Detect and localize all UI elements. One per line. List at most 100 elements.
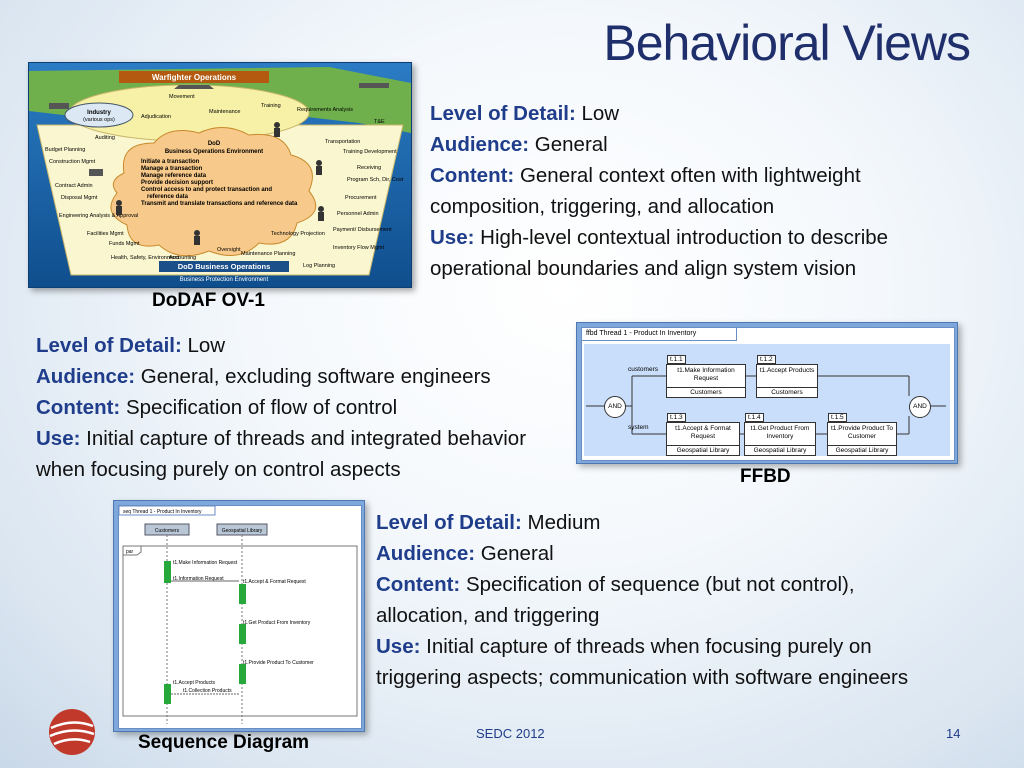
ffbd-function-box: t.1.1 t1.Make Information Request Custom… bbox=[666, 355, 746, 398]
seq-fragment-par: par bbox=[126, 549, 134, 555]
value-content: Specification of sequence (but not contr… bbox=[376, 573, 855, 627]
svg-text:Contract Admin: Contract Admin bbox=[55, 183, 93, 189]
value-level-of-detail: Medium bbox=[521, 511, 601, 534]
svg-text:Funds Mgmt: Funds Mgmt bbox=[109, 241, 140, 247]
slide-title: Behavioral Views bbox=[603, 15, 971, 71]
svg-text:t1.Get Product From Inventory: t1.Get Product From Inventory bbox=[243, 620, 311, 626]
dodaf-ov1-graphic: Warfighter Operations Industry (various … bbox=[28, 62, 412, 288]
text-block-sequence: Level of Detail: Medium Audience: Genera… bbox=[376, 507, 936, 693]
value-use: Initial capture of threads and integrate… bbox=[36, 427, 527, 481]
svg-text:Personnel Admin: Personnel Admin bbox=[337, 211, 379, 217]
ffbd-function-box: t.1.3 t1.Accept & Format Request Geospat… bbox=[666, 413, 740, 456]
ffbd-tab: ffbd Thread 1 - Product In Inventory bbox=[582, 328, 737, 341]
and-gate-right: AND bbox=[909, 396, 931, 418]
seq-messages: t1.Make Information Request t1.Informati… bbox=[173, 560, 314, 694]
caption-ffbd: FFBD bbox=[740, 466, 791, 487]
svg-text:Receiving: Receiving bbox=[357, 165, 381, 171]
value-level-of-detail: Low bbox=[575, 102, 620, 125]
value-audience: General bbox=[475, 542, 554, 565]
ov1-top-label: Warfighter Operations bbox=[152, 73, 237, 82]
svg-text:Initiate a transaction: Initiate a transaction bbox=[141, 159, 200, 165]
svg-text:t1.Collection Products: t1.Collection Products bbox=[183, 688, 232, 694]
svg-text:Adjudication: Adjudication bbox=[141, 114, 171, 120]
ov1-bottom-sub: Business Protection Environment bbox=[180, 277, 269, 283]
svg-text:Health, Safety, Environment: Health, Safety, Environment bbox=[111, 255, 180, 261]
svg-text:Oversight: Oversight bbox=[217, 247, 241, 253]
ffbd-function-box: t.1.5 t1.Provide Product To Customer Geo… bbox=[827, 413, 897, 456]
and-gate-left: AND bbox=[604, 396, 626, 418]
svg-text:Requirements Analysis: Requirements Analysis bbox=[297, 107, 353, 113]
svg-text:Control access to and protect: Control access to and protect transactio… bbox=[141, 187, 272, 193]
svg-text:Payment/ Disbursement: Payment/ Disbursement bbox=[333, 227, 392, 233]
value-content: General context often with lightweight c… bbox=[430, 164, 861, 218]
svg-text:Disposal Mgmt: Disposal Mgmt bbox=[61, 195, 98, 201]
seq-lifeline-library: Geospatial Library bbox=[222, 528, 263, 534]
svg-text:reference data: reference data bbox=[147, 194, 189, 200]
svg-text:t1.Make Information Request: t1.Make Information Request bbox=[173, 560, 238, 566]
label-level-of-detail: Level of Detail: bbox=[36, 334, 182, 357]
footer-page-number: 14 bbox=[946, 726, 961, 741]
svg-text:Facilities Mgmt: Facilities Mgmt bbox=[87, 231, 124, 237]
ov1-center-title: DoD bbox=[208, 141, 221, 147]
svg-text:t1.Provide Product To Customer: t1.Provide Product To Customer bbox=[243, 660, 314, 666]
sedc-logo bbox=[46, 706, 98, 758]
svg-text:t1.Accept & Format Request: t1.Accept & Format Request bbox=[243, 579, 306, 585]
label-content: Content: bbox=[430, 164, 515, 187]
ov1-peripheral-labels: Movement Adjudication Maintenance Traini… bbox=[45, 94, 404, 269]
ov1-industry: Industry bbox=[87, 110, 111, 116]
seq-activations bbox=[164, 561, 246, 704]
label-content: Content: bbox=[376, 573, 461, 596]
svg-text:Training Development: Training Development bbox=[343, 149, 397, 155]
svg-text:Maintenance Planning: Maintenance Planning bbox=[241, 251, 295, 257]
ffbd-lane-customers: customers bbox=[628, 366, 658, 373]
ov1-bullets: Initiate a transaction Manage a transact… bbox=[141, 159, 298, 207]
svg-text:Transportation: Transportation bbox=[325, 139, 360, 145]
label-audience: Audience: bbox=[430, 133, 530, 156]
label-use: Use: bbox=[430, 226, 475, 249]
svg-text:Auditing: Auditing bbox=[95, 135, 115, 141]
caption-sequence: Sequence Diagram bbox=[138, 732, 310, 753]
seq-lifeline-customers: Customers bbox=[155, 528, 180, 534]
caption-ov1: DoDAF OV-1 bbox=[152, 290, 265, 311]
svg-text:Transmit and translate transac: Transmit and translate transactions and … bbox=[141, 201, 298, 207]
label-use: Use: bbox=[36, 427, 81, 450]
label-use: Use: bbox=[376, 635, 421, 658]
svg-text:t1.Information Request: t1.Information Request bbox=[173, 576, 224, 582]
svg-text:Procurement: Procurement bbox=[345, 195, 377, 201]
svg-text:Manage a transaction: Manage a transaction bbox=[141, 166, 203, 172]
text-block-ov1: Level of Detail: Low Audience: General C… bbox=[430, 98, 980, 284]
svg-text:Movement: Movement bbox=[169, 94, 195, 100]
svg-text:Budget Planning: Budget Planning bbox=[45, 147, 85, 153]
sequence-diagram: seq Thread 1 - Product In Inventory Cust… bbox=[113, 500, 365, 732]
label-audience: Audience: bbox=[376, 542, 476, 565]
ov1-industry-sub: (various ops) bbox=[83, 117, 115, 123]
ffbd-canvas: AND AND customers system t.1.1 t1.Make I… bbox=[584, 344, 950, 456]
value-use: High-level contextual introduction to de… bbox=[430, 226, 889, 280]
ffbd-function-box: t.1.4 t1.Get Product From Inventory Geos… bbox=[744, 413, 816, 456]
label-level-of-detail: Level of Detail: bbox=[430, 102, 576, 125]
svg-text:Technology Projection: Technology Projection bbox=[271, 231, 325, 237]
ov1-vehicle-icons bbox=[49, 83, 389, 176]
svg-text:t1.Accept Products: t1.Accept Products bbox=[173, 680, 215, 686]
ov1-people-icons bbox=[116, 122, 324, 245]
text-block-ffbd: Level of Detail: Low Audience: General, … bbox=[36, 330, 566, 485]
svg-text:Maintenance: Maintenance bbox=[209, 109, 241, 115]
label-content: Content: bbox=[36, 396, 121, 419]
svg-text:Engineering Analysis & Approva: Engineering Analysis & Approval bbox=[59, 213, 138, 219]
value-audience: General, excluding software engineers bbox=[135, 365, 491, 388]
value-content: Specification of flow of control bbox=[120, 396, 398, 419]
value-level-of-detail: Low bbox=[181, 334, 226, 357]
svg-text:Provide decision support: Provide decision support bbox=[141, 180, 213, 186]
svg-text:Manage reference data: Manage reference data bbox=[141, 173, 207, 179]
svg-text:Accounting: Accounting bbox=[169, 255, 196, 261]
ffbd-diagram: ffbd Thread 1 - Product In Inventory AND… bbox=[576, 322, 958, 464]
svg-text:Inventory Flow Mgmt: Inventory Flow Mgmt bbox=[333, 245, 385, 251]
ov1-bottom-label: DoD Business Operations bbox=[178, 262, 271, 271]
svg-text:Construction Mgmt: Construction Mgmt bbox=[49, 159, 96, 165]
svg-text:Training: Training bbox=[261, 103, 281, 109]
ffbd-lane-system: system bbox=[628, 424, 649, 431]
value-use: Initial capture of threads when focusing… bbox=[376, 635, 909, 689]
svg-text:Log Planning: Log Planning bbox=[303, 263, 335, 269]
ov1-center-sub: Business Operations Environment bbox=[165, 149, 263, 155]
ffbd-function-box: t.1.2 t1.Accept Products Customers bbox=[756, 355, 818, 398]
